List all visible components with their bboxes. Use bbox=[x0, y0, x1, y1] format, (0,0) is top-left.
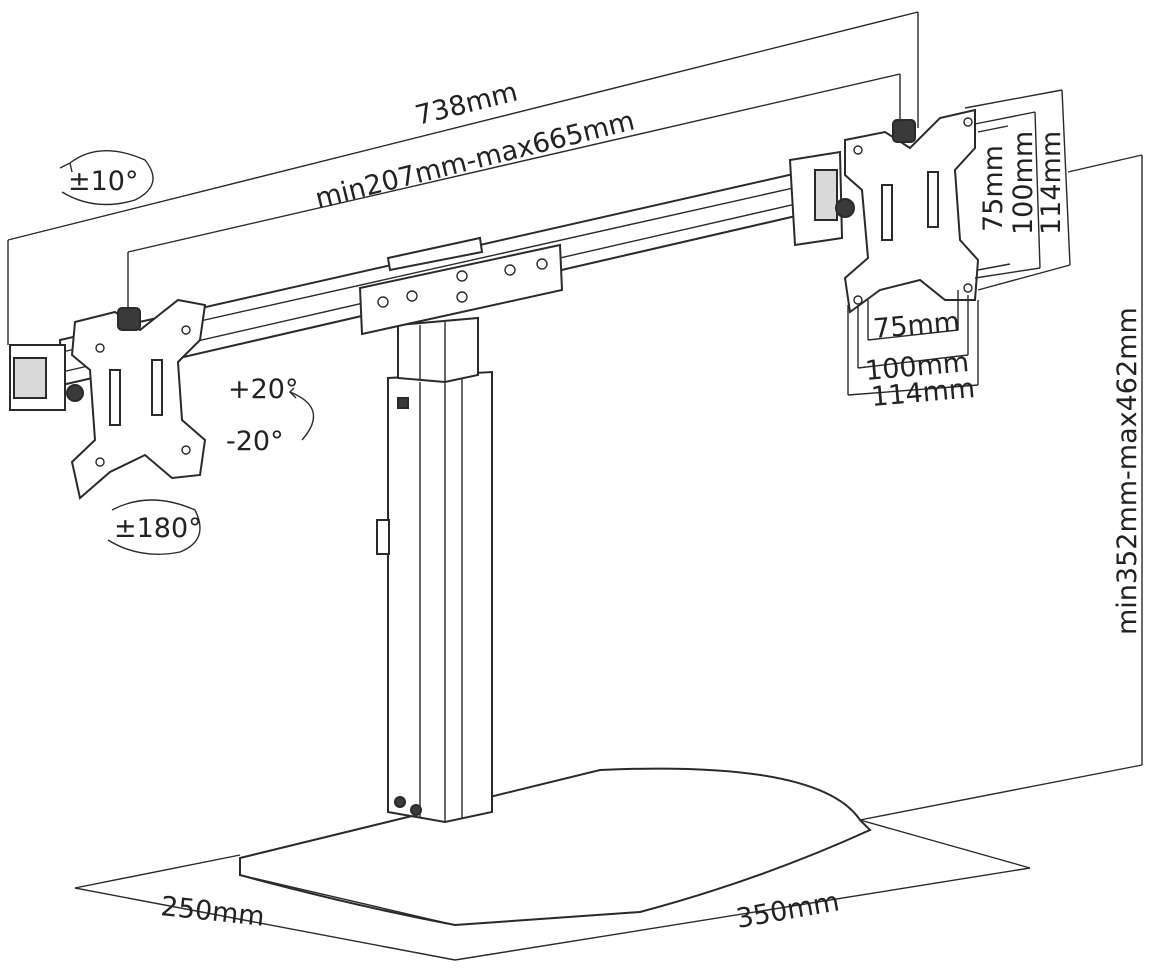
vesa-75-vertical-label: 75mm bbox=[978, 145, 1009, 232]
base-width-label: 350mm bbox=[734, 886, 842, 935]
right-vesa-plate bbox=[788, 108, 980, 314]
vesa-114-vertical-label: 114mm bbox=[1036, 131, 1067, 235]
height-label: min352mm-max462mm bbox=[1112, 307, 1143, 635]
vesa-vertical-dimensions: 75mm 100mm 114mm bbox=[964, 89, 1071, 291]
vesa-75-horizontal-label: 75mm bbox=[872, 307, 961, 345]
base-depth-label: 250mm bbox=[159, 891, 266, 933]
total-width-label: 738mm bbox=[412, 77, 521, 132]
rotation-indicator: ±180° bbox=[107, 499, 202, 555]
base-plate bbox=[239, 767, 872, 927]
tilt-indicator: +20° -20° bbox=[226, 374, 315, 457]
tilt-up-label: +20° bbox=[228, 374, 298, 405]
swivel-indicator: ±10° bbox=[59, 150, 154, 206]
swivel-label: ±10° bbox=[68, 166, 138, 197]
column bbox=[376, 316, 493, 824]
left-vesa-plate bbox=[9, 298, 207, 500]
rotation-label: ±180° bbox=[114, 513, 202, 544]
tilt-down-label: -20° bbox=[226, 426, 284, 457]
vesa-100-vertical-label: 100mm bbox=[1008, 131, 1039, 235]
arm-span-label: min207mm-max665mm bbox=[312, 105, 638, 214]
vesa-horizontal-dimensions: 75mm 100mm 114mm bbox=[847, 290, 979, 413]
height-dimension: min352mm-max462mm bbox=[859, 154, 1143, 821]
